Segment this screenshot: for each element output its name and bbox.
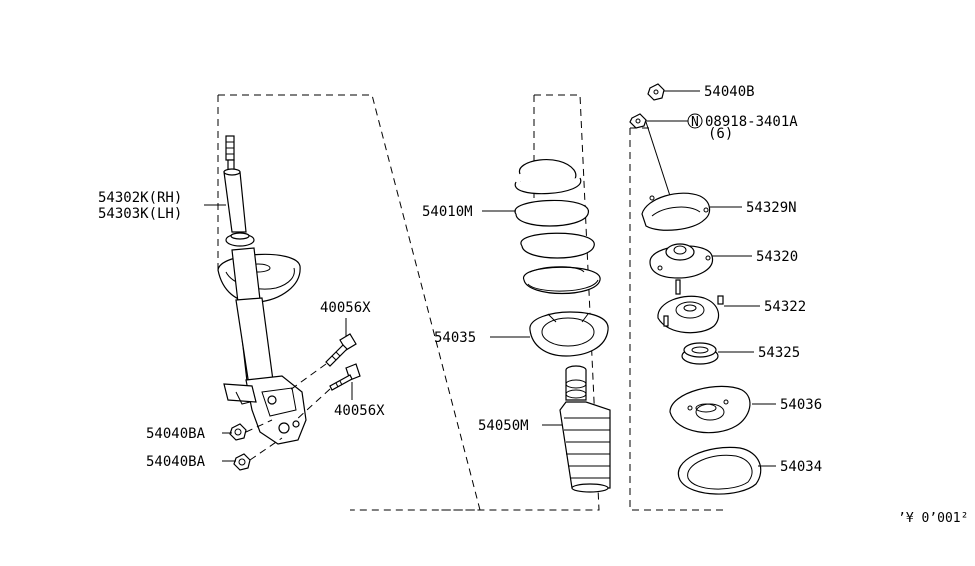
top-nut[interactable] xyxy=(647,83,665,101)
strut-mount[interactable] xyxy=(649,243,714,279)
label-strut-rh: 54302K(RH) xyxy=(98,190,182,206)
insulator-cover[interactable] xyxy=(641,192,711,231)
label-nut-upper: 54040BA xyxy=(146,426,206,442)
strut-assembly[interactable] xyxy=(217,135,307,445)
bearing[interactable] xyxy=(681,342,719,365)
label-strut-lh: 54303K(LH) xyxy=(98,206,182,222)
rubber-seat[interactable] xyxy=(677,446,762,495)
bolt-upper[interactable] xyxy=(325,333,357,367)
label-washer-qty: (6) xyxy=(708,126,733,142)
n-circle-icon xyxy=(687,113,703,129)
label-washer-symbol: N xyxy=(691,115,699,130)
label-top-nut: 54040B xyxy=(704,84,755,100)
label-rubber-seat: 54034 xyxy=(780,459,822,475)
label-spring-seat: 54035 xyxy=(434,330,476,346)
label-washer-nut: 08918-3401A xyxy=(705,114,798,130)
nut-upper[interactable] xyxy=(229,423,247,441)
mount-group-outline xyxy=(629,127,726,511)
label-insulator: 54329N xyxy=(746,200,797,216)
label-spring: 54010M xyxy=(422,204,473,220)
washer-nut[interactable] xyxy=(629,113,647,129)
strut-group-outline xyxy=(217,94,481,511)
label-mount-upper: 54322 xyxy=(764,299,806,315)
upper-spring-seat[interactable] xyxy=(669,385,751,434)
label-nut-lower: 54040BA xyxy=(146,454,206,470)
coil-spring[interactable] xyxy=(514,159,601,294)
label-bolt-upper: 40056X xyxy=(320,300,371,316)
bound-bumper[interactable] xyxy=(559,365,611,493)
label-bearing: 54325 xyxy=(758,345,800,361)
label-bolt-lower: 40056X xyxy=(334,403,385,419)
bolt-lower[interactable] xyxy=(329,363,361,391)
nut-lower[interactable] xyxy=(233,453,251,471)
label-mount: 54320 xyxy=(756,249,798,265)
label-upper-seat: 54036 xyxy=(780,397,822,413)
mount-upper[interactable] xyxy=(657,279,724,334)
diagram-reference: ’¥ 0’001² xyxy=(898,511,968,526)
label-bumper: 54050M xyxy=(478,418,529,434)
spring-seat[interactable] xyxy=(529,311,609,357)
